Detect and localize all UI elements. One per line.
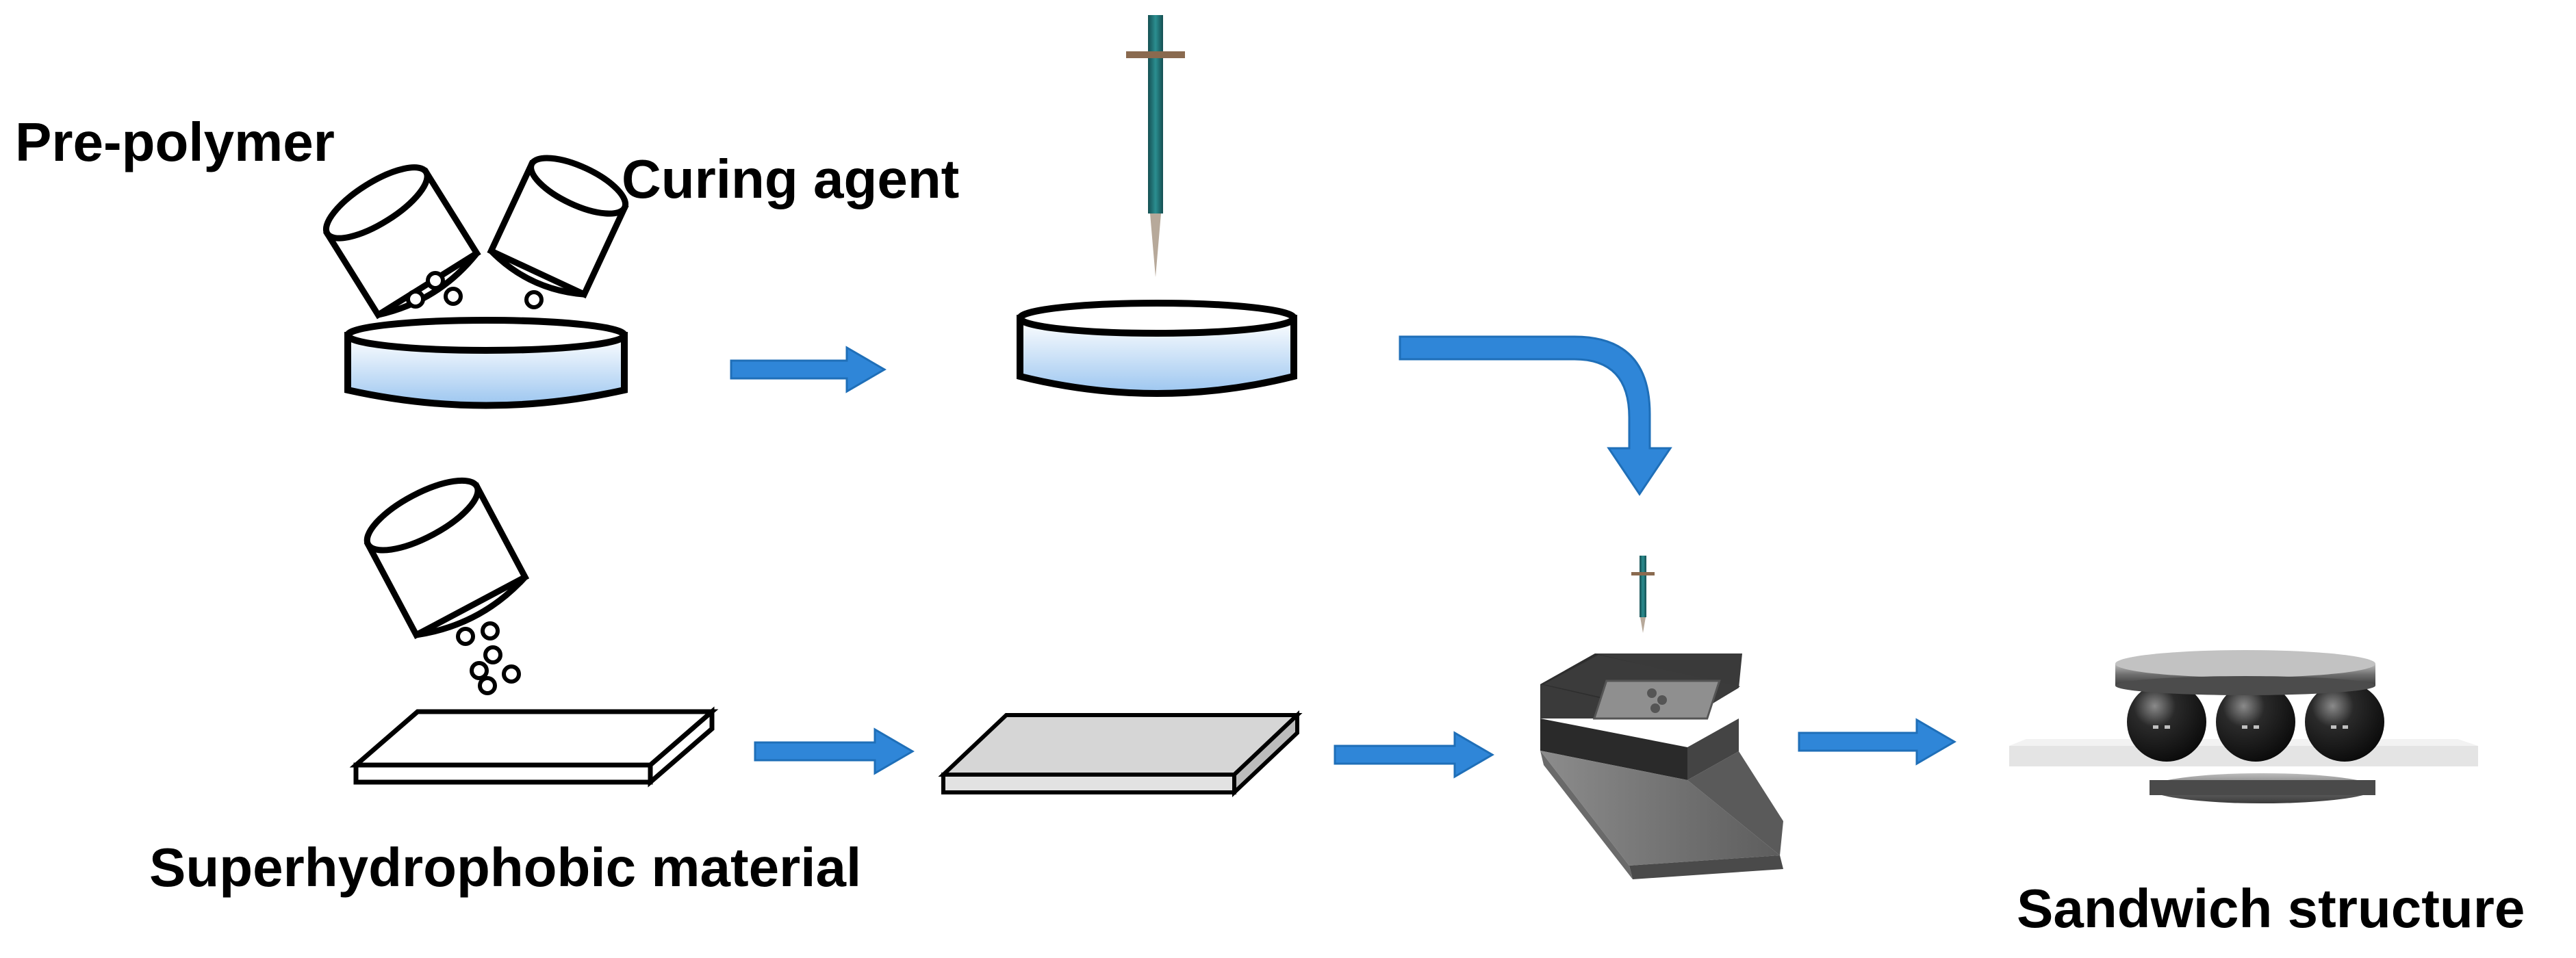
sandwich-structure-icon	[2009, 650, 2478, 803]
label-sandwich-structure: Sandwich structure	[2017, 878, 2525, 939]
label-pre-polymer: Pre-polymer	[15, 112, 335, 172]
petri-dish-icon	[1017, 300, 1297, 397]
label-curing-agent: Curing agent	[622, 148, 960, 209]
curing-agent-container-icon	[487, 155, 629, 299]
arrow-icon	[754, 727, 915, 775]
plain-plate-icon	[349, 706, 719, 788]
syringe-needle-icon	[1126, 15, 1185, 277]
petri-dish-icon	[344, 317, 628, 409]
coated-plate-icon	[938, 710, 1303, 797]
material-container-icon	[364, 477, 530, 639]
droplets-icon	[406, 271, 544, 309]
press-machine-icon	[1540, 653, 1783, 879]
pre-polymer-container-icon	[322, 164, 481, 320]
curved-arrow-icon	[1399, 335, 1672, 496]
arrow-icon	[1798, 718, 1956, 766]
droplets-icon	[456, 621, 521, 695]
arrow-icon	[730, 346, 887, 393]
label-superhydrophobic-material: Superhydrophobic material	[149, 837, 862, 898]
arrow-icon	[1334, 731, 1494, 779]
syringe-needle-icon	[1631, 556, 1655, 633]
